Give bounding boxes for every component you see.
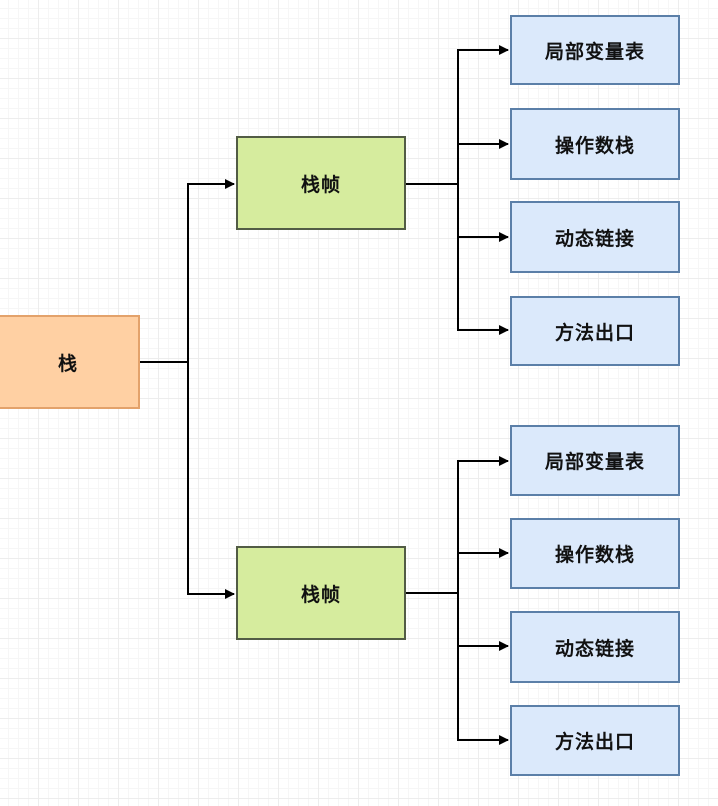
item-label: 方法出口 (554, 731, 635, 753)
item-label: 操作数栈 (554, 134, 635, 157)
connector-frame-2-item-3 (457, 593, 509, 651)
stack-frame-node-1[interactable]: 栈帧 (236, 136, 406, 230)
item-label: 局部变量表 (544, 451, 645, 473)
item-label: 动态链接 (554, 227, 635, 250)
local-variable-table-node-2[interactable]: 局部变量表 (510, 425, 680, 496)
stack-node-label: 栈 (57, 352, 78, 375)
stack-frame-label: 栈帧 (300, 173, 341, 196)
connector-frame-1-item-1 (406, 45, 509, 185)
dynamic-linking-node-2[interactable]: 动态链接 (510, 611, 680, 683)
item-label: 操作数栈 (554, 544, 635, 566)
connector-frame-1-item-3 (457, 184, 509, 242)
method-exit-node-2[interactable]: 方法出口 (510, 705, 680, 776)
method-exit-node-1[interactable]: 方法出口 (510, 296, 680, 366)
item-label: 方法出口 (554, 321, 635, 344)
connector-frame-1-item-4 (457, 237, 509, 335)
dynamic-linking-node-1[interactable]: 动态链接 (510, 201, 680, 273)
connector-frame-2-item-1 (406, 456, 509, 594)
stack-frame-label: 栈帧 (300, 583, 341, 606)
item-label: 局部变量表 (544, 40, 645, 63)
stack-node[interactable]: 栈 (0, 315, 140, 409)
operand-stack-node-2[interactable]: 操作数栈 (510, 518, 680, 589)
connector-frame-2-item-4 (457, 646, 509, 745)
connector-root-frame-2 (187, 362, 235, 599)
operand-stack-node-1[interactable]: 操作数栈 (510, 108, 680, 180)
connector-root-frame-1 (140, 179, 235, 363)
item-label: 动态链接 (554, 637, 635, 660)
stack-frame-node-2[interactable]: 栈帧 (236, 546, 406, 640)
local-variable-table-node-1[interactable]: 局部变量表 (510, 15, 680, 85)
